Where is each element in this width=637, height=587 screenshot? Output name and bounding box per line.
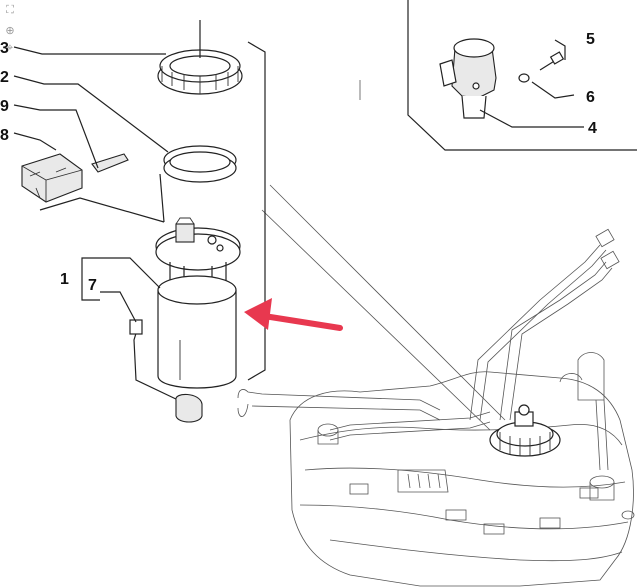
callout-2: 2 [0, 69, 9, 86]
callout-3: 3 [0, 40, 9, 57]
part-6-washer [518, 73, 530, 83]
group-bracket [247, 41, 266, 381]
callout-9: 9 [0, 98, 9, 115]
fuel-lines [237, 228, 620, 421]
fuel-tank-drawing [289, 352, 635, 587]
detail-inset-frame [407, 0, 637, 151]
callout-1: 1 [60, 271, 69, 288]
part-3-lock-ring [157, 20, 243, 95]
part-9-clip [91, 153, 129, 173]
callout-4: 4 [588, 120, 597, 137]
tank-mounting-flange [489, 404, 561, 457]
part-2-seal [163, 145, 237, 183]
part-4-sensor [439, 38, 497, 119]
projection-lines [261, 80, 506, 431]
part-5-screw [539, 51, 565, 71]
callout-7: 7 [88, 277, 97, 294]
zoom-in-icon[interactable]: ⊕ [5, 24, 15, 37]
part-8-connector [21, 153, 83, 203]
pan-icon[interactable]: ⌖ [6, 41, 14, 54]
highlight-arrow [244, 298, 343, 331]
part-1-fuel-pump-module [129, 217, 241, 423]
fit-to-screen-icon[interactable]: ⛶ [6, 3, 14, 16]
callout-5: 5 [586, 31, 595, 48]
callout-8: 8 [0, 127, 9, 144]
leader-lines [13, 39, 584, 323]
callout-6: 6 [586, 89, 595, 106]
